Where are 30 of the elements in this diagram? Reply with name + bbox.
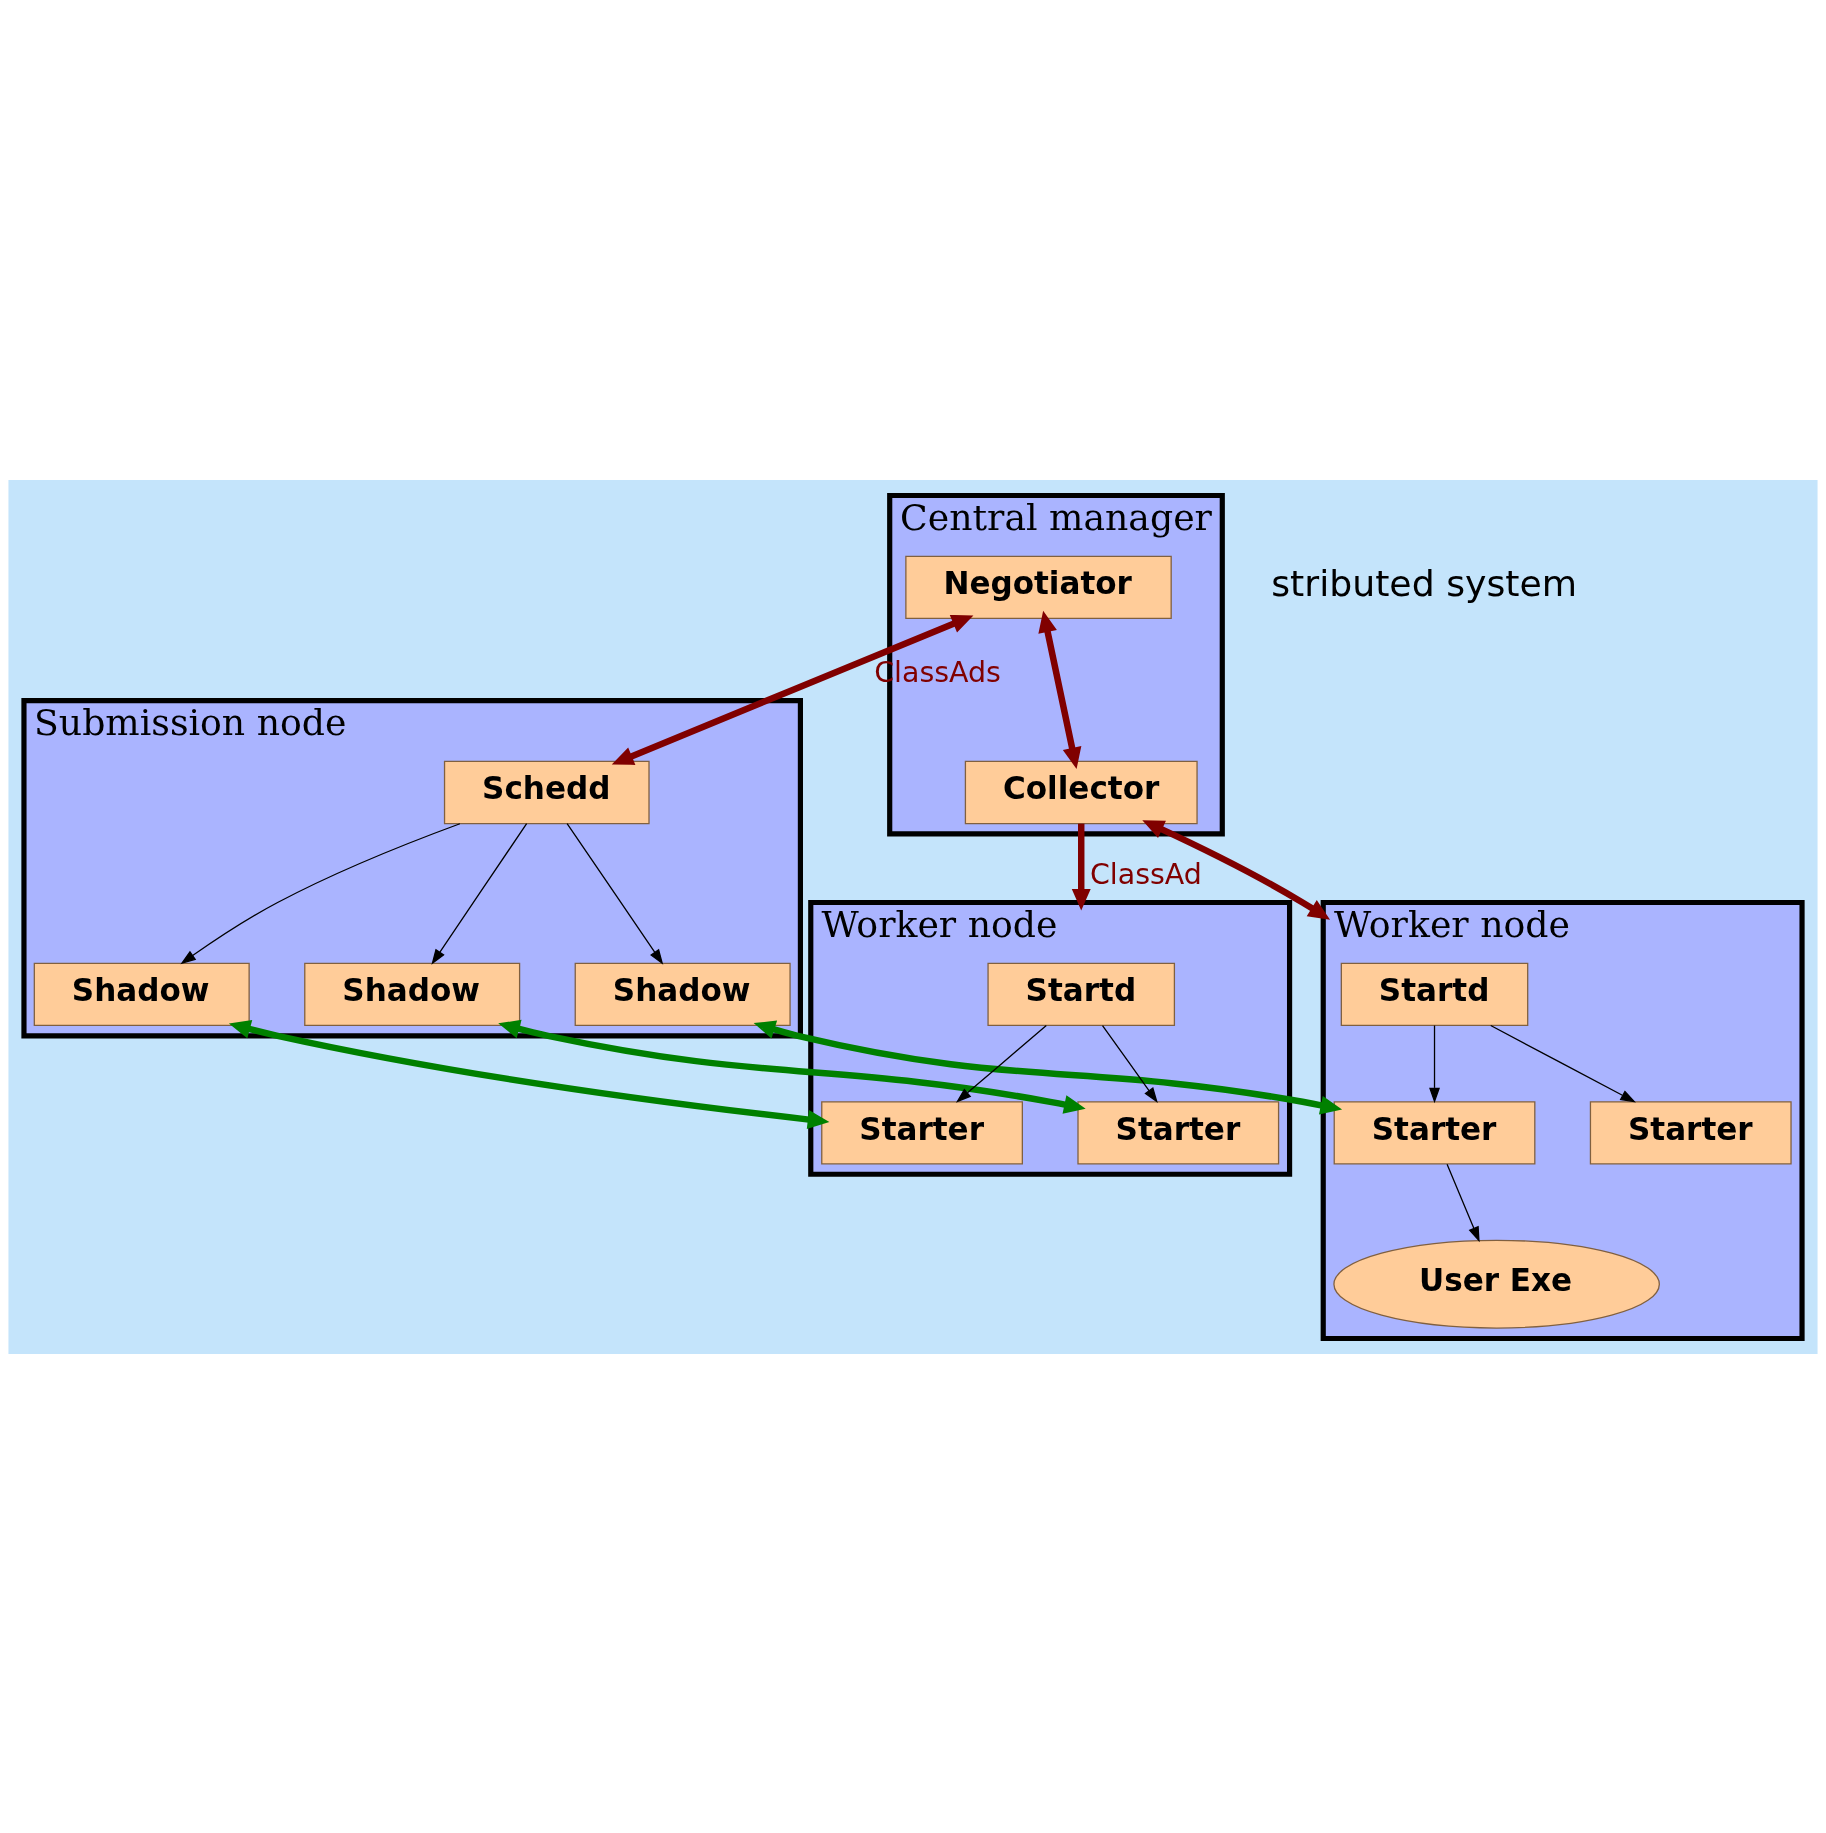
arrow — [498, 1019, 1086, 1114]
node-box: Negotiator — [905, 555, 1172, 619]
node-box: Shadow — [304, 962, 521, 1026]
arrow — [1446, 1163, 1480, 1242]
label: stributed system — [1271, 561, 1578, 605]
node-box: Collector — [964, 760, 1198, 824]
arrow — [753, 1020, 1343, 1114]
arrow — [1429, 1024, 1440, 1103]
node-box: Starter — [1077, 1100, 1280, 1165]
node-box: Starter — [1333, 1100, 1536, 1165]
arrow — [566, 822, 664, 965]
node-box: Starter — [1589, 1100, 1792, 1165]
arrow — [1490, 1024, 1636, 1102]
arrow — [228, 1019, 830, 1129]
node-box: Startd — [1340, 962, 1529, 1026]
node-ellipse: User Exe — [1333, 1239, 1660, 1329]
arrow — [611, 614, 974, 765]
node-box: Shadow — [33, 962, 250, 1026]
arrow — [1038, 610, 1082, 769]
arrow — [1142, 819, 1331, 920]
node-box: Starter — [821, 1100, 1023, 1165]
arrow — [955, 1024, 1047, 1103]
edge-label: ClassAd — [1089, 857, 1202, 891]
node-box: Shadow — [574, 962, 791, 1026]
arrow — [1101, 1024, 1158, 1103]
node-box: Startd — [987, 962, 1176, 1026]
arrow — [1071, 823, 1091, 911]
node-box: Schedd — [443, 760, 650, 824]
arrow — [431, 822, 528, 965]
arrow — [180, 822, 461, 964]
